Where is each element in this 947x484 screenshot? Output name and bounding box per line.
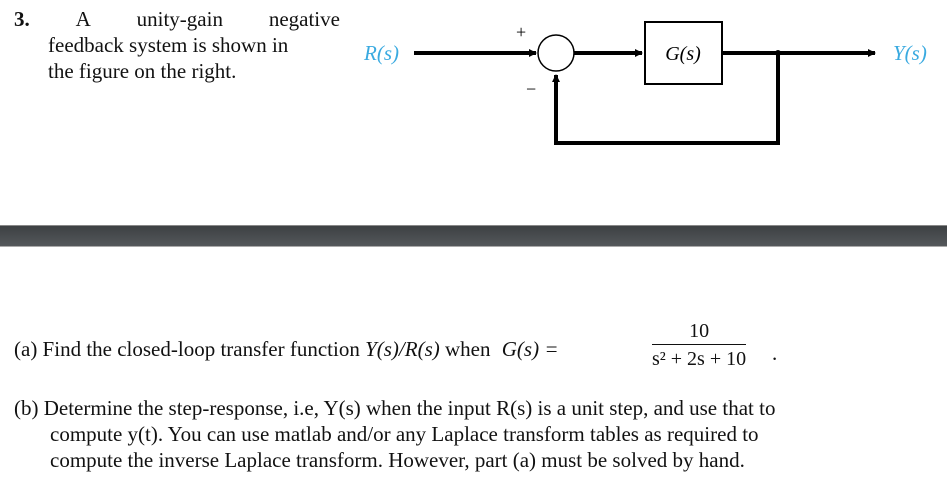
when-text: when [439, 337, 496, 361]
part-b: (b) Determine the step-response, i.e, Y(… [14, 395, 775, 473]
fraction: 10 s² + 2s + 10 [652, 318, 747, 373]
part-a: (a) Find the closed-loop transfer functi… [14, 336, 559, 362]
feedback-path [552, 53, 780, 145]
plant-label: G(s) [665, 43, 701, 65]
part-b-line-3: compute the inverse Laplace transform. H… [50, 448, 745, 472]
g-of-s: G(s) = [501, 337, 559, 361]
word: A [75, 7, 91, 31]
minus-sign: − [526, 79, 536, 99]
word: negative [268, 7, 340, 31]
part-a-text: (a) Find the closed-loop transfer functi… [14, 337, 366, 361]
plus-sign: + [516, 22, 526, 42]
denominator: s² + 2s + 10 [652, 348, 747, 370]
page-divider [0, 225, 947, 247]
part-b-line-1: (b) Determine the step-response, i.e, Y(… [14, 396, 776, 420]
input-label: R(s) [363, 41, 399, 65]
block-diagram: R(s) + − G(s) Y(s) [363, 21, 927, 145]
problem-number: 3. [14, 7, 30, 31]
problem-line-2: feedback system is shown in [48, 33, 289, 57]
problem-line-3: the figure on the right. [48, 59, 237, 83]
output-label: Y(s) [893, 41, 927, 65]
transfer-function: Y(s)/R(s) [365, 337, 440, 361]
word: unity-gain [136, 7, 223, 31]
numerator: 10 [652, 318, 747, 345]
part-b-line-2: compute y(t). You can use matlab and/or … [50, 422, 759, 446]
period: . [772, 341, 778, 365]
summing-junction [537, 34, 575, 72]
